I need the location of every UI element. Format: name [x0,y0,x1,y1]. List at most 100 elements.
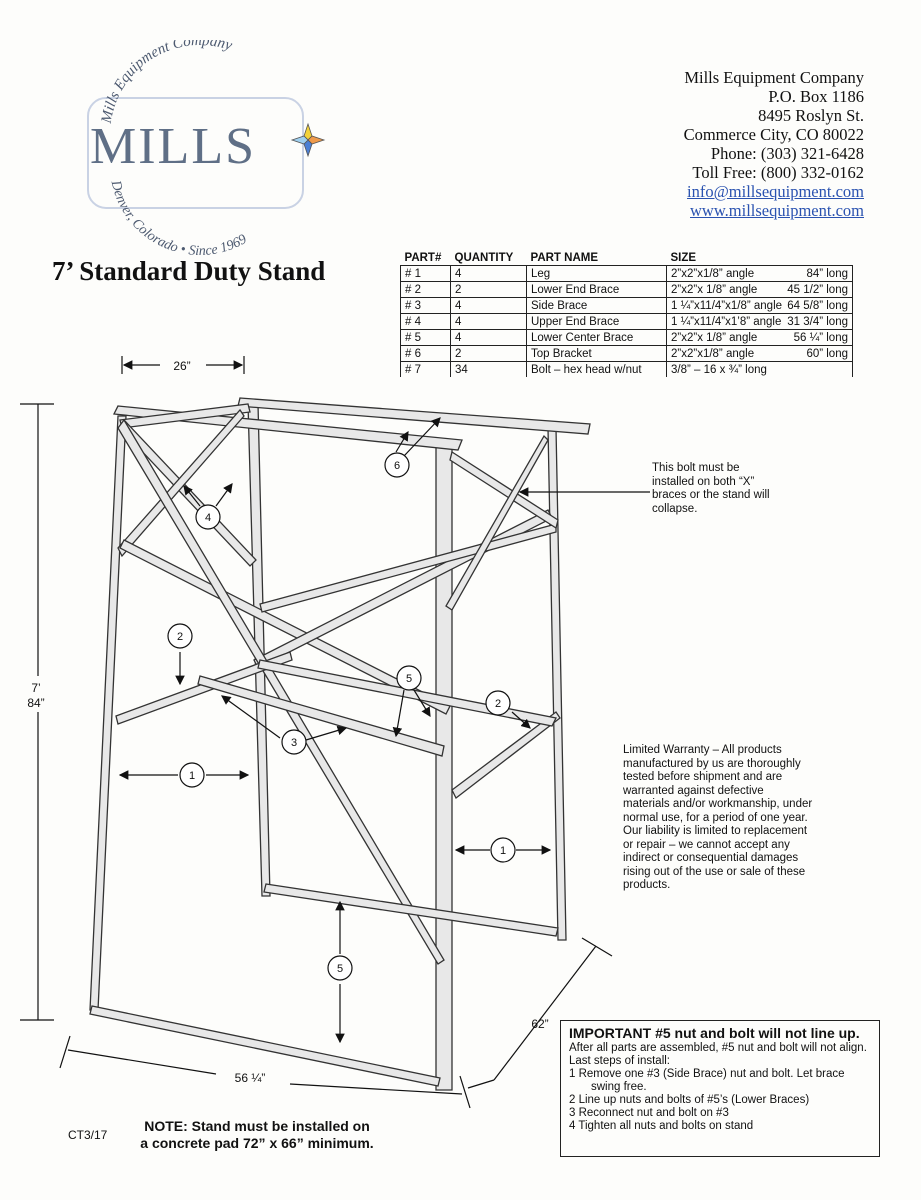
dimension-height-in: 84” [27,696,44,710]
install-intro: After all parts are assembled, #5 nut an… [569,1042,867,1054]
upper-end-brace [117,408,245,558]
callout-circle [327,955,353,981]
part-quantity: 2 [450,281,527,298]
callout-circle [396,665,422,691]
part-size: 2”x2”x1/8” angle [671,347,755,360]
header-part: PART# [404,251,442,264]
part-name: Upper End Brace [526,313,667,330]
part-name: Lower Center Brace [526,329,667,346]
part-quantity: 4 [450,313,527,330]
part-number: # 1 [400,265,451,282]
side-brace [117,418,445,965]
lower-end-brace [451,711,561,799]
website-link[interactable]: www.millsequipment.com [690,201,864,220]
part-number: # 3 [400,297,451,314]
callout-circle [195,504,221,530]
callout-circle [384,452,410,478]
document-code: CT3/17 [68,1128,108,1142]
part-length: 60” long [806,347,848,360]
install-step-continued: swing free. [591,1081,647,1093]
callout-label: 5 [406,673,412,685]
lower-end-brace [115,651,293,725]
company-street: 8495 Roslyn St. [758,106,864,125]
stand-diagram: 1 1 2 2 3 4 5 5 6 26” 7’ 84” 56 ¼” 62” [20,356,650,1109]
part-length: 45 1/2” long [787,283,848,296]
part-length: 64 5/8” long [787,299,848,312]
page-title: 7’ Standard Duty Stand [52,256,326,286]
part-name: Lower End Brace [526,281,667,298]
part-number: # 2 [400,281,451,298]
install-step: 1 Remove one #3 (Side Brace) nut and bol… [569,1068,845,1080]
dimension-height-ft: 7’ [31,681,40,695]
leg-front-right [435,445,453,1091]
part-size: 3/8” – 16 x ¾” long [671,363,767,376]
part-name: Bolt – hex head w/nut [526,361,667,377]
part-quantity: 4 [450,265,527,282]
part-size: 2”x2”x 1/8” angle [671,331,758,344]
concrete-pad-note-line2: a concrete pad 72” x 66” minimum. [140,1135,374,1151]
leg-back-right [547,427,567,941]
part-length: 56 ¼” long [793,331,848,344]
header-quantity: QUANTITY [454,251,514,264]
part-name: Side Brace [526,297,667,314]
side-brace [119,539,451,715]
callout-circle [167,623,193,649]
callout-label: 1 [500,845,506,857]
callout-label: 1 [189,770,195,782]
concrete-pad-note-line1: NOTE: Stand must be installed on [144,1118,370,1134]
email-link[interactable]: info@millsequipment.com [687,182,864,201]
dimension-length: 56 ¼” [235,1071,266,1085]
logo-word: MILLS [90,118,256,175]
bottom-brace [89,1005,441,1087]
company-name: Mills Equipment Company [684,68,864,87]
upper-end-brace [449,450,559,530]
lower-center-brace [197,675,445,757]
install-steps-title: Last steps of install: [569,1055,670,1067]
part-size: 1 ¼”x11/4”x1/8” angle [671,299,783,312]
parts-table-header: PART# QUANTITY PART NAME SIZE [401,250,853,266]
side-brace [253,509,553,669]
dimension-depth: 62” [531,1017,548,1031]
part-quantity: 4 [450,297,527,314]
company-phone: Phone: (303) 321-6428 [710,144,864,163]
callout-label: 2 [495,698,501,710]
part-length: 84” long [806,267,848,280]
company-address: Mills Equipment Company P.O. Box 1186 84… [684,68,864,220]
part-number: # 4 [400,313,451,330]
part-quantity: 2 [450,345,527,362]
svg-text:Denver, Colorado • Since 1969: Denver, Colorado • Since 1969 [107,178,249,259]
leg-front-left [89,415,127,1011]
install-heading: IMPORTANT #5 nut and bolt will not line … [569,1025,860,1041]
install-step: 4 Tighten all nuts and bolts on stand [569,1120,754,1132]
company-logo: Mills Equipment Company Denver, Colorado… [70,33,340,260]
logo-graphic: Mills Equipment Company Denver, Colorado… [87,33,326,259]
logo-arc-bottom: Denver, Colorado • Since 1969 [107,178,249,259]
part-name: Leg [526,265,667,282]
part-size: 1 ¼”x11/4”x1’8” angle [671,315,782,328]
logo-star-icon [290,122,326,158]
bolt-note: This bolt must be installed on both “X” … [652,462,770,515]
header-size: SIZE [670,251,697,264]
side-brace [259,523,557,613]
callout-label: 5 [337,963,343,975]
part-size: 2”x2”x1/8” angle [671,267,755,280]
callout-circle [490,837,516,863]
bottom-brace [263,883,559,937]
callout-circle [179,762,205,788]
callout-label: 6 [394,460,400,472]
lower-center-brace [257,659,557,727]
callout-circle [485,690,511,716]
part-length: 31 3/4” long [787,315,848,328]
part-name: Top Bracket [526,345,667,362]
install-instructions-box: IMPORTANT #5 nut and bolt will not line … [560,1020,880,1157]
company-po-box: P.O. Box 1186 [768,87,864,106]
header-part-name: PART NAME [530,251,599,264]
